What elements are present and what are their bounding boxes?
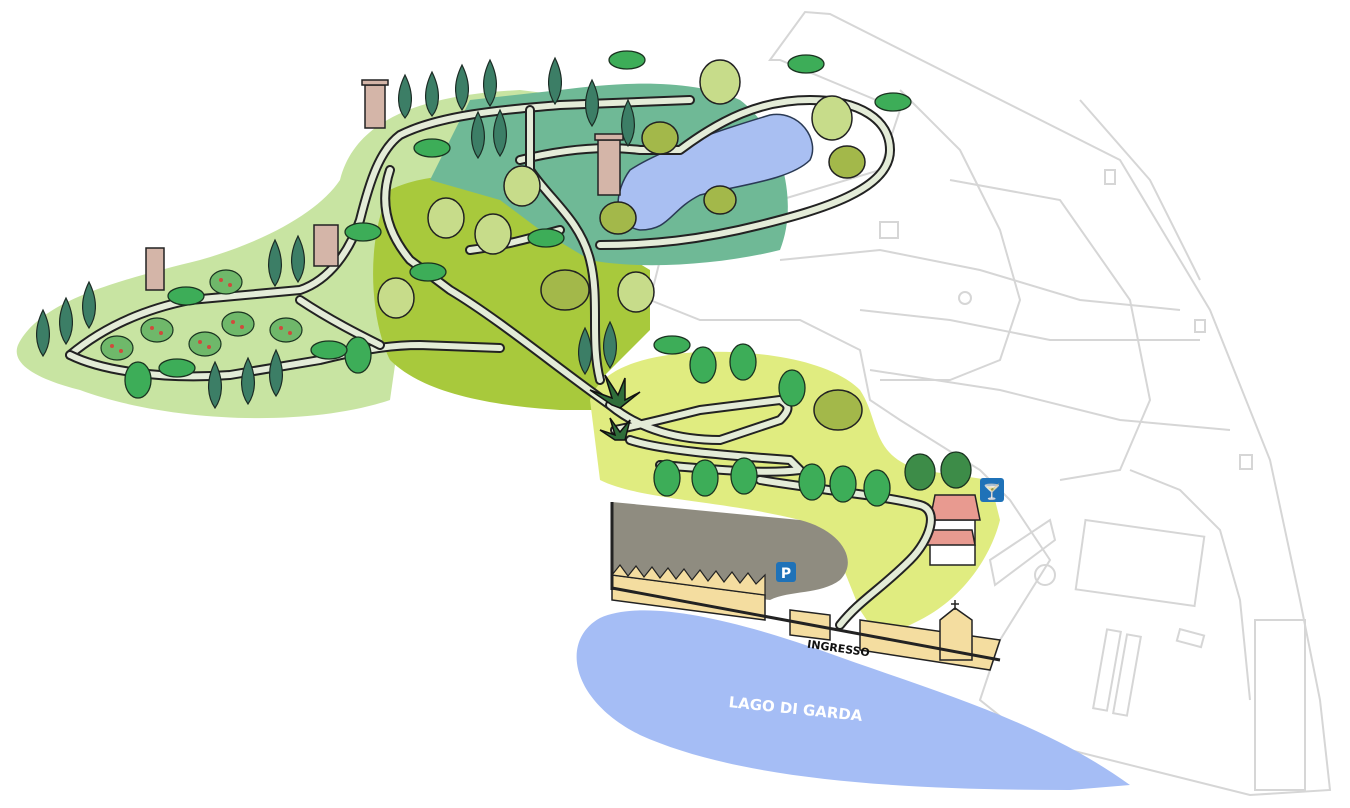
pine-trees [158, 50, 912, 378]
cypress-trees [36, 56, 635, 410]
lake [576, 610, 1130, 790]
bar-icon-label: 🍸 [983, 482, 1002, 501]
parking-icon[interactable] [776, 562, 796, 582]
city-walls [610, 502, 1001, 671]
orchard-trees [100, 269, 303, 361]
tower-icons [145, 79, 624, 291]
parking-icon-label: P [781, 566, 791, 582]
green-trees [124, 336, 972, 507]
bar-building [925, 494, 981, 566]
palm-trees [589, 374, 641, 441]
broadleaf-trees [377, 59, 866, 431]
orchard-fruit [110, 278, 292, 353]
pond [617, 113, 814, 231]
bar-icon[interactable] [980, 478, 1004, 502]
